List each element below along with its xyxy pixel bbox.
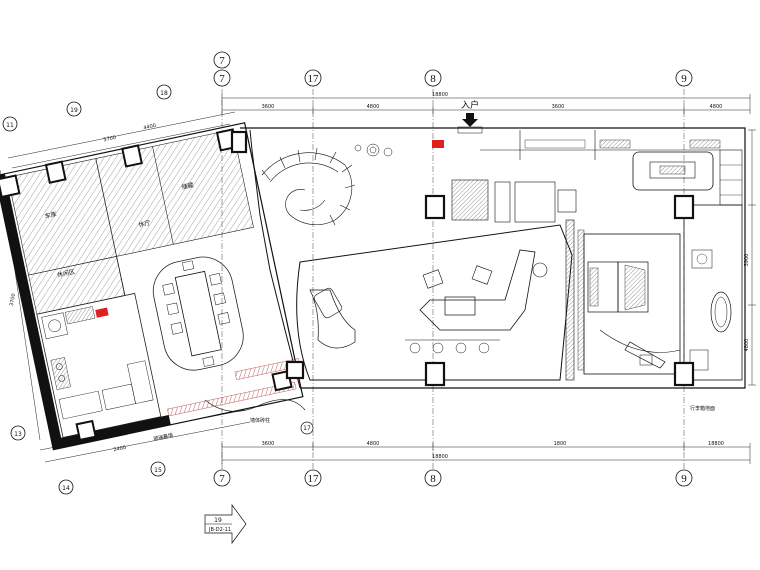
grid-label-17-bottom: 17 — [308, 473, 320, 485]
red-marker — [95, 307, 109, 318]
dim-left-2: 4400 — [143, 123, 157, 132]
dim-top-total: 18800 — [432, 92, 448, 98]
brick-wall — [167, 381, 297, 417]
note-glass-wall: 玻璃幕墙 — [153, 432, 174, 443]
grid-label-17-top: 17 — [308, 73, 320, 85]
left-thick-wall — [0, 173, 64, 450]
dimension-lines-bottom — [221, 443, 751, 464]
grid-label-17-mid: 17 — [303, 425, 311, 432]
bathtub — [710, 291, 732, 333]
grid-label-8-top: 8 — [430, 73, 436, 85]
grid-bubble-8-top: 8 — [424, 69, 442, 87]
note-right: 行李箱地面 — [690, 405, 715, 412]
entrance-label: 入户 — [461, 99, 479, 111]
grid-label-11-top: 11 — [6, 122, 14, 129]
dim-left-1: 5700 — [103, 135, 117, 144]
dim-left-4: 3700 — [9, 293, 17, 307]
grid-bubble-7-top: 7 — [213, 51, 231, 69]
dim-right-1: 3900 — [744, 254, 750, 267]
dimension-lines-top — [221, 94, 751, 114]
entrance-door — [457, 126, 483, 134]
grid-label-7b-top: 7 — [219, 73, 225, 85]
grid-label-9-bottom: 9 — [681, 473, 687, 485]
dim-left-3: 2400 — [113, 445, 127, 454]
dim-bottom-2: 4800 — [367, 441, 380, 447]
fireplace — [451, 179, 489, 221]
room-lounge-label: 休闲区 — [56, 267, 75, 279]
grid-bubble-9-top: 9 — [675, 69, 693, 87]
grid-label-7-bottom: 7 — [219, 473, 225, 485]
grid-bubble-17-mid: 17 — [300, 421, 314, 435]
grid-bubble-15-left: 15 — [150, 461, 166, 477]
entrance-arrow-icon — [462, 113, 478, 127]
garage-hatch — [7, 129, 254, 276]
dining-table — [174, 270, 222, 357]
grid-label-9-top: 9 — [681, 73, 687, 85]
note-wall: 墙体砖柱 — [250, 417, 270, 424]
room-dining-area-label: 休厅 — [138, 219, 151, 229]
dim-bottom-total: 18800 — [432, 454, 448, 460]
red-accent — [432, 140, 444, 148]
dining-rug — [152, 256, 244, 371]
section-tag-number: 19 — [214, 517, 222, 524]
coffee-table — [444, 296, 476, 316]
grid-bubble-17-top: 17 — [304, 69, 322, 87]
grid-label-18-top: 18 — [160, 90, 168, 97]
left-wing: 车库 休闲区 休厅 储藏 玻璃幕墙 — [0, 122, 304, 451]
grid-bubble-9-bottom: 9 — [675, 469, 693, 487]
grid-label-15-left: 15 — [154, 467, 162, 474]
sofa — [419, 249, 536, 331]
grid-bubble-13-left: 13 — [10, 425, 26, 441]
dim-top-3: 3600 — [552, 104, 565, 110]
dimension-lines-right — [748, 129, 756, 386]
section-tag: 19 JB-D2-11 — [204, 503, 247, 545]
dim-right-2: 4800 — [744, 339, 750, 352]
dim-top-2: 4800 — [367, 104, 380, 110]
grid-bubble-7-bottom: 7 — [213, 469, 231, 487]
grid-label-7-top: 7 — [219, 55, 225, 67]
section-tag-ref: JB-D2-11 — [208, 527, 231, 533]
grid-label-13-left: 13 — [14, 431, 22, 438]
spiral-stair — [261, 147, 356, 226]
dim-top-4: 4800 — [710, 104, 723, 110]
room-garage-label: 车库 — [44, 210, 57, 220]
grid-label-8-bottom: 8 — [430, 473, 436, 485]
stove — [50, 357, 71, 390]
dim-top-1: 3600 — [262, 104, 275, 110]
grid-bubble-17-bottom: 17 — [304, 469, 322, 487]
main-building — [230, 127, 746, 389]
grid-label-14-left: 14 — [62, 485, 70, 492]
grid-bubble-7b-top: 7 — [213, 69, 231, 87]
decorative-curve — [204, 399, 306, 412]
dim-bottom-4: 18800 — [708, 441, 724, 447]
dim-bottom-3: 1800 — [554, 441, 567, 447]
grid-bubble-8-bottom: 8 — [424, 469, 442, 487]
grid-lines — [221, 78, 685, 470]
bed — [617, 261, 649, 313]
closet — [632, 151, 714, 191]
grid-bubble-19-top-left: 19 — [66, 101, 82, 117]
grid-bubble-18-top-left: 18 — [156, 84, 172, 100]
grid-bubble-14-left: 14 — [58, 479, 74, 495]
grid-bubble-11-top-left: 11 — [2, 116, 18, 132]
room-storage-label: 储藏 — [181, 181, 194, 191]
dim-bottom-1: 3600 — [262, 441, 275, 447]
grid-label-19-top: 19 — [70, 107, 78, 114]
